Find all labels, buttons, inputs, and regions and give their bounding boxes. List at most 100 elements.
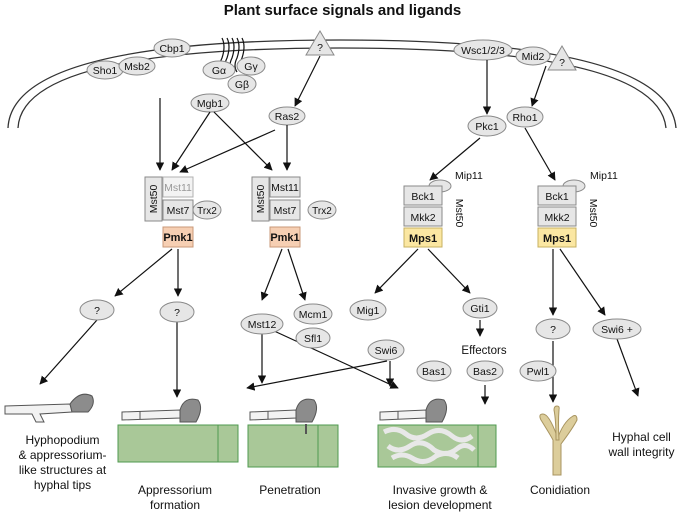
node-label: Swi6 + (601, 324, 633, 336)
node-label: Trx2 (197, 206, 217, 217)
mps1-module-a: Mip11 Bck1 Mkk2 Mst50 Mps1 (403, 170, 483, 248)
wsc-node: Wsc1/2/3 (453, 39, 513, 61)
node-label: Trx2 (312, 206, 332, 217)
appressorium-illustration (117, 398, 239, 463)
bas1-node: Bas1 (416, 360, 452, 382)
hyphopodium-illustration (4, 393, 94, 423)
mig1-node: Mig1 (349, 299, 387, 321)
node-label: Mig1 (357, 305, 380, 317)
node-label: ? (94, 305, 100, 317)
node-label: Gα (212, 65, 226, 77)
upstream-arrows (155, 55, 556, 181)
node-label: Mst50 (587, 199, 599, 228)
g-alpha-node: Gα (202, 60, 236, 80)
msb2-node: Msb2 (118, 56, 156, 76)
node-label: Wsc1/2/3 (461, 45, 505, 57)
node-label: Mst7 (167, 205, 190, 217)
ras2-node: Ras2 (268, 106, 306, 126)
outcome-cell-wall-integrity: Hyphal cell wall integrity (598, 430, 685, 460)
caption-line: Appressorium (137, 483, 213, 497)
node-label: ? (550, 324, 556, 336)
node-label: Pmk1 (270, 232, 299, 244)
node-label: Rho1 (512, 112, 537, 124)
outcome-hyphopodium: Hyphopodium & appressorium- like structu… (0, 433, 125, 493)
node-label: Mip11 (590, 170, 618, 182)
pmk1-module-b: Mst50 Mst11 Mst7 Trx2 Pmk1 (251, 176, 337, 248)
node-label: Pkc1 (475, 121, 499, 133)
node-label: ? (317, 42, 323, 54)
pmk1-module-a: Mst50 Mst11 Mst7 Trx2 Pmk1 (144, 176, 222, 248)
caption-line: Hyphopodium (25, 433, 100, 447)
node-label: Bas1 (422, 366, 446, 378)
node-label: Msb2 (124, 61, 150, 73)
node-label: Cbp1 (159, 43, 184, 55)
node-label: Mip11 (455, 170, 483, 182)
pkc1-node: Pkc1 (467, 115, 507, 137)
membrane-inner (17, 47, 667, 129)
node-label: ? (174, 307, 180, 319)
outcome-appressorium: Appressorium formation (120, 483, 230, 513)
node-label: Sfl1 (304, 333, 322, 345)
unknown-node-3: ? (535, 318, 571, 340)
g-gamma-node: Gγ (236, 56, 266, 76)
caption-line: hyphal tips (33, 478, 92, 492)
node-label: Bck1 (411, 191, 435, 203)
node-label: Mst7 (274, 205, 297, 217)
diagram-title: Plant surface signals and ligands (223, 2, 462, 19)
gti1-node: Gti1 (462, 297, 498, 319)
invasive-growth-illustration (377, 398, 497, 468)
downstream-arrows (39, 248, 640, 405)
rho1-node: Rho1 (506, 106, 544, 128)
conidiation-illustration (539, 405, 578, 476)
caption-line: Hyphal cell (612, 430, 671, 444)
sho1-node: Sho1 (86, 60, 124, 80)
pwl1-node: Pwl1 (519, 360, 557, 382)
unknown-node-2: ? (159, 301, 195, 323)
node-label: Mst50 (255, 185, 267, 214)
node-label: Gβ (235, 79, 249, 91)
node-label: Gti1 (470, 303, 489, 315)
outcome-conidiation: Conidiation (520, 483, 600, 498)
caption-line: like structures at (18, 463, 107, 477)
unknown-receptor-left: ? (305, 30, 335, 56)
node-label: Ras2 (275, 111, 300, 123)
node-label: Mgb1 (197, 98, 223, 110)
swi6-plus-node: Swi6 + (592, 318, 642, 340)
outcome-invasive-growth: Invasive growth & lesion development (370, 483, 510, 513)
node-label: Mst11 (271, 182, 299, 194)
caption-line: Penetration (259, 483, 321, 497)
node-label: Bck1 (545, 191, 569, 203)
caption-line: lesion development (388, 498, 492, 512)
caption-line: formation (149, 498, 201, 512)
unknown-receptor-right: ? (547, 45, 577, 71)
g-beta-node: Gβ (227, 74, 257, 94)
mps1-module-b: Mip11 Bck1 Mkk2 Mst50 Mps1 (537, 170, 618, 248)
caption-line: Invasive growth & (392, 483, 488, 497)
node-label: Mst50 (148, 185, 160, 214)
mcm1-node: Mcm1 (293, 303, 333, 325)
mgb1-node: Mgb1 (190, 93, 230, 113)
swi6-node: Swi6 (367, 339, 405, 361)
node-label: Pmk1 (163, 232, 192, 244)
mid2-node: Mid2 (515, 46, 551, 66)
caption-line: & appressorium- (18, 448, 107, 462)
node-label: Mst50 (453, 199, 465, 228)
node-label: Mst12 (248, 319, 277, 331)
node-label: Mkk2 (410, 212, 435, 224)
unknown-node-1: ? (79, 299, 115, 321)
node-label: Mst11 (164, 182, 192, 194)
node-label: Mkk2 (544, 212, 569, 224)
node-label: Mps1 (409, 233, 437, 245)
node-label: Pwl1 (527, 366, 550, 378)
cbp1-node: Cbp1 (153, 38, 191, 58)
mst12-node: Mst12 (240, 313, 284, 335)
outcome-penetration: Penetration (240, 483, 340, 498)
node-label: Gγ (244, 61, 258, 73)
penetration-illustration (247, 398, 339, 468)
bas2-node: Bas2 (466, 360, 504, 382)
caption-line: wall integrity (608, 445, 675, 459)
node-label: Mps1 (543, 233, 571, 245)
node-label: Mcm1 (299, 309, 328, 321)
